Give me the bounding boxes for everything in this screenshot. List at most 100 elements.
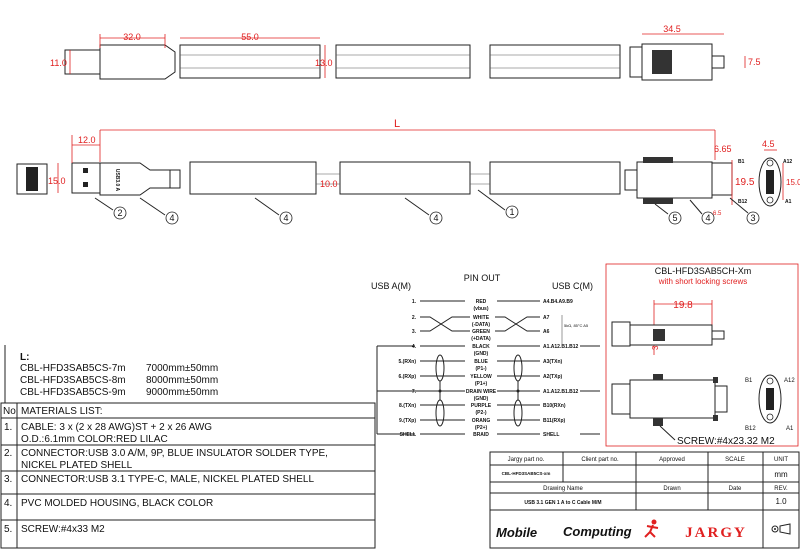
- screw-thread: [643, 198, 673, 204]
- usb-c-housing: [636, 161, 713, 199]
- usb-a-housing-marking: USB3.0 A: [114, 169, 120, 192]
- svg-text:4: 4: [705, 213, 710, 223]
- callout-4: 4: [689, 199, 715, 225]
- variant-connector-side: [629, 324, 713, 346]
- usb-c-plug: [711, 162, 733, 196]
- pin-usb-a: 9.(TXp): [399, 418, 416, 424]
- materials-table: No MATERIALS LIST: 1.CABLE: 3 x (2 x 28 …: [0, 402, 376, 549]
- pin-usb-a: SHELL: [400, 432, 416, 438]
- cable-segment: [339, 161, 471, 195]
- length-label: L:: [20, 352, 29, 363]
- material-no: 4.: [4, 498, 12, 509]
- pin-usb-c: B11(RXp): [543, 418, 566, 424]
- dim-c-pitch: 4.5: [762, 139, 775, 149]
- pinout-row: 1. RED A4.B4.A9.B9 (vbus): [412, 299, 573, 312]
- cable-segment: [489, 44, 621, 79]
- pin-usb-c: A3(TXn): [543, 359, 563, 365]
- material-no: 2.: [4, 448, 12, 459]
- pin-signal: (vbus): [474, 306, 489, 312]
- usb-c-contacts: [766, 170, 774, 194]
- pin-wire-color: PURPLE: [471, 403, 492, 409]
- pin-usb-c: B10(RXn): [543, 403, 566, 409]
- tb-rev-header: REV.: [774, 486, 788, 492]
- dim-plug-length: 32.0: [123, 32, 141, 42]
- pin-usb-a: 6.(RXp): [399, 374, 417, 380]
- pin-label: B1: [738, 159, 745, 165]
- pinout-title: PIN OUT: [464, 273, 501, 283]
- pin-usb-a: 3.: [412, 329, 417, 335]
- length-part: CBL-HFD3SAB5CS-8m: [20, 375, 126, 386]
- tb-unit-header: UNIT: [774, 457, 788, 463]
- tb-date-header: Date: [729, 486, 742, 492]
- callout-4: 4: [139, 197, 179, 225]
- dim-c-front-height: 15.0: [786, 178, 800, 187]
- pin-signal: (GND): [474, 396, 489, 402]
- tb-drawing-name-header: Drawing Name: [543, 486, 583, 492]
- pin-usb-c: A1.A12.B1.B12: [543, 344, 579, 350]
- pin-label: A1: [786, 426, 794, 432]
- pin-wire-color: BRAID: [473, 432, 489, 438]
- runner-icon: [644, 519, 659, 538]
- cable-segment: [335, 44, 471, 79]
- pin-wire-color: RED: [476, 299, 487, 305]
- pin-usb-c: SHELL: [543, 432, 559, 438]
- tb-approved-header: Approved: [659, 457, 685, 463]
- callout-5: 5: [654, 203, 682, 225]
- logo-jargy: JARGY: [685, 525, 747, 541]
- projection-symbol-icon: [771, 523, 791, 535]
- svg-text:2: 2: [117, 208, 122, 218]
- usb-a-plug-top: [64, 49, 101, 75]
- logo-mobile: Mobile: [496, 525, 537, 540]
- material-no: 1.: [4, 422, 12, 433]
- pin-wire-color: ORANG: [472, 418, 491, 424]
- usb-c-tongue-top: [711, 55, 725, 69]
- dim-segment-height: 13.0: [315, 58, 333, 68]
- side-view: USB3.0 A B1 A12 B12 A1 L 12.0 15.0 10.0 …: [16, 118, 800, 225]
- pin-wire-color: GREEN: [472, 329, 490, 335]
- pin-label: A1: [785, 199, 792, 205]
- variant-panel: CBL-HFD3SAB5CH-Xm with short locking scr…: [605, 263, 799, 447]
- pin-wire-color: YELLOW: [470, 374, 492, 380]
- usb-c-boot-top: [629, 46, 643, 78]
- pin-usb-a: 8.(TXn): [399, 403, 416, 409]
- pin-signal: (GND): [474, 351, 489, 357]
- dim-a-plug: 12.0: [78, 135, 96, 145]
- pin-usb-a: 4.: [412, 344, 417, 350]
- materials-row: 1. CABLE: 3 x (2 x 28 AWG)ST + 2 x 26 AWG…: [4, 422, 212, 445]
- pin-usb-c: A4.B4.A9.B9: [543, 299, 573, 305]
- materials-header: MATERIALS LIST:: [21, 406, 103, 417]
- length-value: 7000mm±50mm: [146, 363, 218, 374]
- pin-usb-c: A7: [543, 315, 550, 321]
- variant-frame: [605, 263, 799, 447]
- pin-wire-color: BLUE: [474, 359, 488, 365]
- dim-c-screw: 6.5: [713, 211, 722, 217]
- usb-a-housing-top: [99, 44, 176, 80]
- pin-signal: (P2-): [475, 410, 486, 416]
- dim-cable-od: 10.0: [320, 179, 338, 189]
- pin-signal: (+DATA): [471, 336, 491, 342]
- usb-a-housing: [99, 162, 171, 196]
- material-desc: SCREW:#4x33 M2: [21, 524, 105, 535]
- pin-usb-a: 1.: [412, 299, 417, 305]
- svg-text:3: 3: [750, 213, 755, 223]
- length-part: CBL-HFD3SAB5CS-9m: [20, 387, 126, 398]
- tb-jargy-part: CBL-HFD3SAB5CS-xm: [502, 471, 551, 476]
- pin-label: A12: [784, 378, 795, 384]
- svg-text:4: 4: [169, 213, 174, 223]
- tb-client-part-header: Client part no.: [581, 457, 619, 463]
- materials-row: 5.SCREW:#4x33 M2: [4, 524, 105, 535]
- svg-text:5: 5: [672, 213, 677, 223]
- tb-rev: 1.0: [775, 497, 787, 506]
- pinout-row: 8.(TXn) PURPLE B10(RXn) (P2-): [399, 403, 566, 416]
- material-desc: CABLE: 3 x (2 x 28 AWG)ST + 2 x 26 AWG: [21, 422, 212, 433]
- material-desc-2: NICKEL PLATED SHELL: [21, 460, 133, 471]
- pin-usb-c: A1.A12.B1.B12: [543, 389, 579, 395]
- dim-a-height: 15.0: [48, 176, 66, 186]
- tb-unit: mm: [774, 470, 788, 479]
- tb-jargy-part-header: Jargy part no.: [508, 457, 545, 463]
- material-no: 3.: [4, 474, 12, 485]
